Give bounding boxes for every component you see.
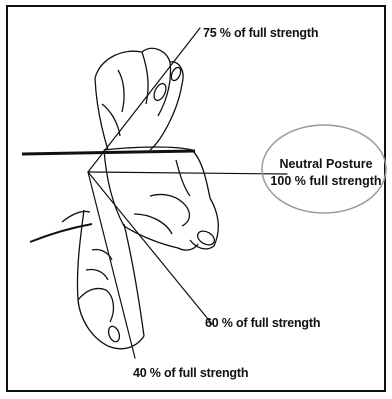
hand-neutral-drawing — [104, 147, 218, 250]
label-40-percent: 40 % of full strength — [133, 366, 248, 380]
neutral-posture-value: 100 % full strength — [260, 173, 392, 190]
label-75-percent: 75 % of full strength — [203, 26, 318, 40]
pointer-line-100 — [88, 172, 287, 174]
hand-flexed-up-drawing — [95, 48, 183, 150]
forearm-line — [22, 151, 195, 154]
neutral-posture-label: Neutral Posture 100 % full strength — [260, 156, 392, 190]
neutral-posture-title: Neutral Posture — [260, 156, 392, 173]
label-60-percent: 60 % of full strength — [205, 316, 320, 330]
